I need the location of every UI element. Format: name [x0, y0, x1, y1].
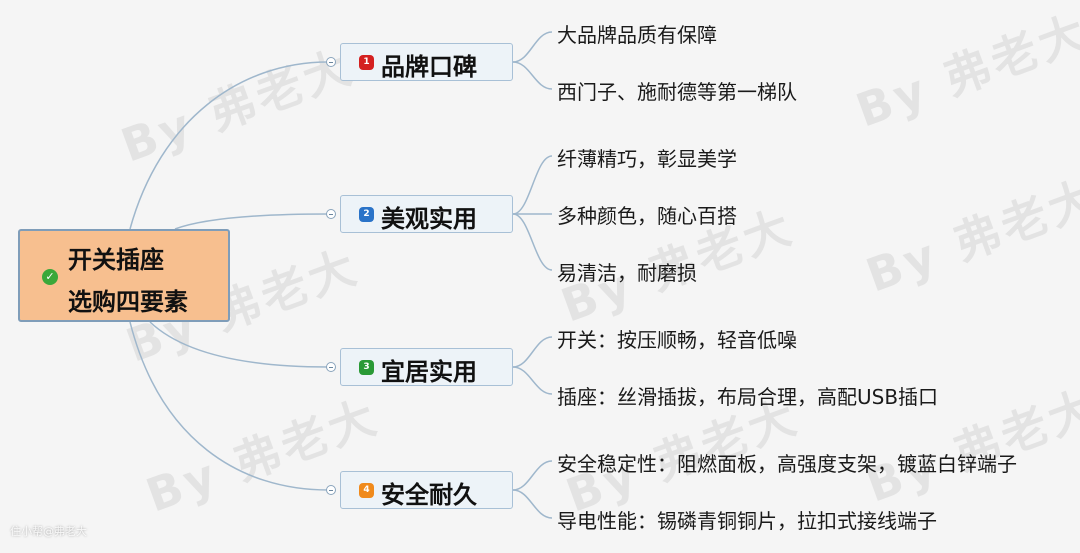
connector-leaf [512, 336, 553, 368]
connector-root-branch3 [149, 321, 329, 368]
branch-label: 美观实用 [381, 205, 477, 233]
connector-root-branch1 [129, 61, 329, 230]
connector-leaf [512, 489, 553, 519]
connector-leaf [512, 155, 553, 215]
branch-topic-3[interactable]: 3 宜居实用 [340, 348, 513, 386]
collapse-toggle[interactable] [326, 485, 336, 495]
connector-leaf [512, 31, 553, 63]
leaf-topic[interactable]: 大品牌品质有保障 [557, 23, 717, 47]
root-title-line1: 开关插座 [68, 246, 164, 274]
priority-1-icon: 1 [359, 55, 374, 70]
collapse-toggle[interactable] [326, 209, 336, 219]
root-topic[interactable]: ✓ 开关插座 选购四要素 [18, 229, 230, 322]
connector-root-branch4 [129, 321, 329, 491]
connector-leaf [512, 460, 553, 491]
footer-credit: 住小帮@弗老大 [10, 525, 87, 538]
priority-2-icon: 2 [359, 207, 374, 222]
branch-label: 宜居实用 [381, 358, 477, 386]
leaf-topic[interactable]: 开关：按压顺畅，轻音低噪 [557, 328, 797, 352]
branch-topic-4[interactable]: 4 安全耐久 [340, 471, 513, 509]
collapse-toggle[interactable] [326, 57, 336, 67]
branch-topic-1[interactable]: 1 品牌口碑 [340, 43, 513, 81]
branch-topic-2[interactable]: 2 美观实用 [340, 195, 513, 233]
leaf-topic[interactable]: 安全稳定性：阻燃面板，高强度支架，镀蓝白锌端子 [557, 452, 1017, 476]
collapse-toggle[interactable] [326, 362, 336, 372]
check-icon: ✓ [42, 269, 58, 285]
priority-4-icon: 4 [359, 483, 374, 498]
leaf-topic[interactable]: 易清洁，耐磨损 [557, 261, 697, 285]
root-title-line2: 选购四要素 [68, 288, 188, 316]
leaf-topic[interactable]: 多种颜色，随心百搭 [557, 204, 737, 228]
leaf-topic[interactable]: 导电性能：锡磷青铜铜片，拉扣式接线端子 [557, 509, 937, 533]
leaf-topic[interactable]: 西门子、施耐德等第一梯队 [557, 80, 797, 104]
branch-label: 品牌口碑 [381, 53, 477, 81]
branch-label: 安全耐久 [381, 481, 477, 509]
priority-3-icon: 3 [359, 360, 374, 375]
connector-leaf [512, 61, 553, 90]
connector-root-branch2 [174, 213, 329, 230]
leaf-topic[interactable]: 纤薄精巧，彰显美学 [557, 147, 737, 171]
connector-leaf [512, 366, 553, 395]
leaf-topic[interactable]: 插座：丝滑插拔，布局合理，高配USB插口 [557, 385, 939, 409]
connector-leaf [512, 213, 553, 271]
